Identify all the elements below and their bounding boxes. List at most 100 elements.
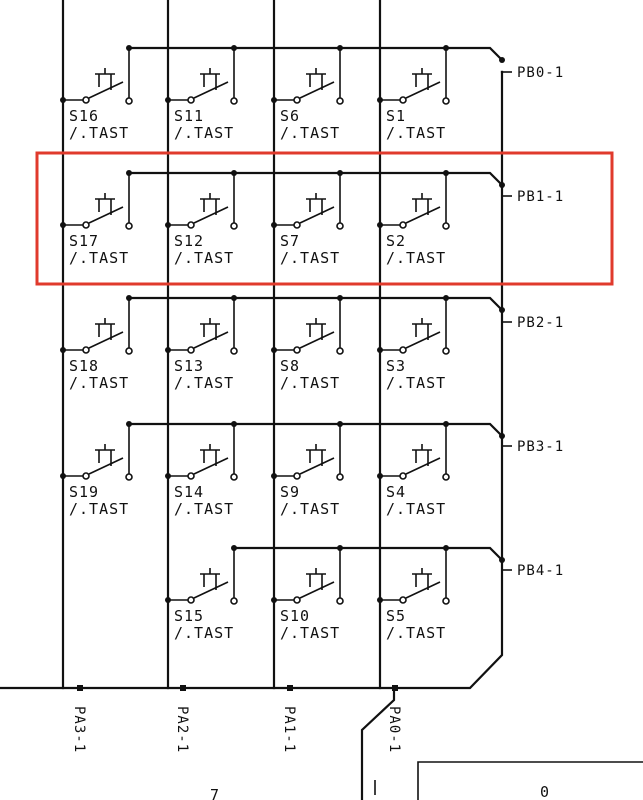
switch-s19: S19/.TAST [60, 421, 133, 518]
switch-s18: S18/.TAST [60, 295, 133, 392]
switch-right-contact [125, 97, 133, 105]
switch-row-junction [443, 545, 449, 551]
switch-actuator [306, 193, 326, 215]
switch-lever [88, 457, 124, 475]
switch-right-contact [125, 347, 133, 355]
switch-type-label: /.TAST [280, 624, 340, 642]
switch-actuator [412, 193, 432, 215]
switch-row-junction [126, 170, 132, 176]
row-bus-0 [128, 46, 504, 62]
switch-lever [299, 331, 335, 349]
switch-lever [299, 81, 335, 99]
switch-right-contact [336, 473, 344, 481]
switch-type-label: /.TAST [69, 124, 129, 142]
switch-right-contact [125, 222, 133, 230]
switch-s3: S3/.TAST [377, 295, 450, 392]
switch-name-label: S4 [386, 483, 406, 501]
switch-s2: S2/.TAST [377, 170, 450, 267]
switch-actuator [95, 318, 115, 340]
switch-type-label: /.TAST [386, 624, 446, 642]
switch-type-label: /.TAST [69, 249, 129, 267]
switch-name-label: S12 [174, 232, 204, 250]
switch-type-label: /.TAST [280, 500, 340, 518]
switch-row-junction [231, 421, 237, 427]
switch-right-contact [336, 597, 344, 605]
switch-s6: S6/.TAST [271, 45, 344, 142]
switch-contact [187, 472, 195, 480]
switch-type-label: /.TAST [280, 374, 340, 392]
switch-row-junction [231, 45, 237, 51]
switch-right-contact [336, 97, 344, 105]
switch-actuator [95, 193, 115, 215]
switch-lever [88, 81, 124, 99]
switch-s1: S1/.TAST [377, 45, 450, 142]
switch-type-label: /.TAST [386, 374, 446, 392]
switch-contact [399, 472, 407, 480]
switch-s9: S9/.TAST [271, 421, 344, 518]
switch-contact [187, 221, 195, 229]
switch-row-junction [337, 295, 343, 301]
switch-lever [193, 457, 229, 475]
switch-row-junction [126, 295, 132, 301]
switch-s4: S4/.TAST [377, 421, 450, 518]
switch-s11: S11/.TAST [165, 45, 238, 142]
switch-contact [293, 346, 301, 354]
switch-contact [293, 221, 301, 229]
switch-actuator [95, 68, 115, 90]
switch-row-junction [337, 421, 343, 427]
switch-contact [187, 596, 195, 604]
switch-name-label: S9 [280, 483, 300, 501]
switch-right-contact [230, 597, 238, 605]
matrix-wiring [0, 0, 512, 800]
switch-name-label: S13 [174, 357, 204, 375]
switch-type-label: /.TAST [174, 624, 234, 642]
switch-s16: S16/.TAST [60, 45, 133, 142]
switch-row-junction [443, 421, 449, 427]
column-label-pa3-1: PA3-1 [71, 706, 87, 753]
switch-contact [82, 472, 90, 480]
row-bus-4 [234, 546, 504, 562]
switch-lever [405, 581, 441, 599]
switch-contact [293, 96, 301, 104]
row-bus-3 [128, 422, 504, 438]
switch-right-contact [336, 347, 344, 355]
switch-name-label: S6 [280, 107, 300, 125]
switch-lever [405, 206, 441, 224]
switch-contact [293, 472, 301, 480]
switch-s5: S5/.TAST [377, 545, 450, 642]
switch-name-label: S15 [174, 607, 204, 625]
row-label-pb4-1: PB4-1 [517, 563, 564, 579]
switch-actuator [306, 318, 326, 340]
switch-actuator [412, 444, 432, 466]
switch-type-label: /.TAST [386, 124, 446, 142]
switch-actuator [95, 444, 115, 466]
column-label-pa1-1: PA1-1 [281, 706, 297, 753]
row-label-pb1-1: PB1-1 [517, 189, 564, 205]
row-bus-junction [499, 557, 505, 563]
row-label-pb3-1: PB3-1 [517, 439, 564, 455]
pa0-lead [360, 686, 396, 800]
switch-right-contact [125, 473, 133, 481]
switch-lever [88, 331, 124, 349]
switch-s13: S13/.TAST [165, 295, 238, 392]
switch-type-label: /.TAST [174, 249, 234, 267]
switch-right-contact [230, 473, 238, 481]
switch-actuator [200, 444, 220, 466]
switch-name-label: S1 [386, 107, 406, 125]
switch-lever [193, 206, 229, 224]
switch-type-label: /.TAST [69, 500, 129, 518]
switch-right-contact [230, 347, 238, 355]
switch-type-label: /.TAST [386, 249, 446, 267]
switch-contact [82, 96, 90, 104]
switch-actuator [200, 68, 220, 90]
switch-row-junction [337, 545, 343, 551]
column-label-pa2-1: PA2-1 [174, 706, 190, 753]
switch-s17: S17/.TAST [60, 170, 133, 267]
column-label-pa0-1: PA0-1 [386, 706, 402, 753]
switch-row-junction [126, 45, 132, 51]
switch-name-label: S7 [280, 232, 300, 250]
switch-contact [399, 596, 407, 604]
switch-right-contact [442, 222, 450, 230]
